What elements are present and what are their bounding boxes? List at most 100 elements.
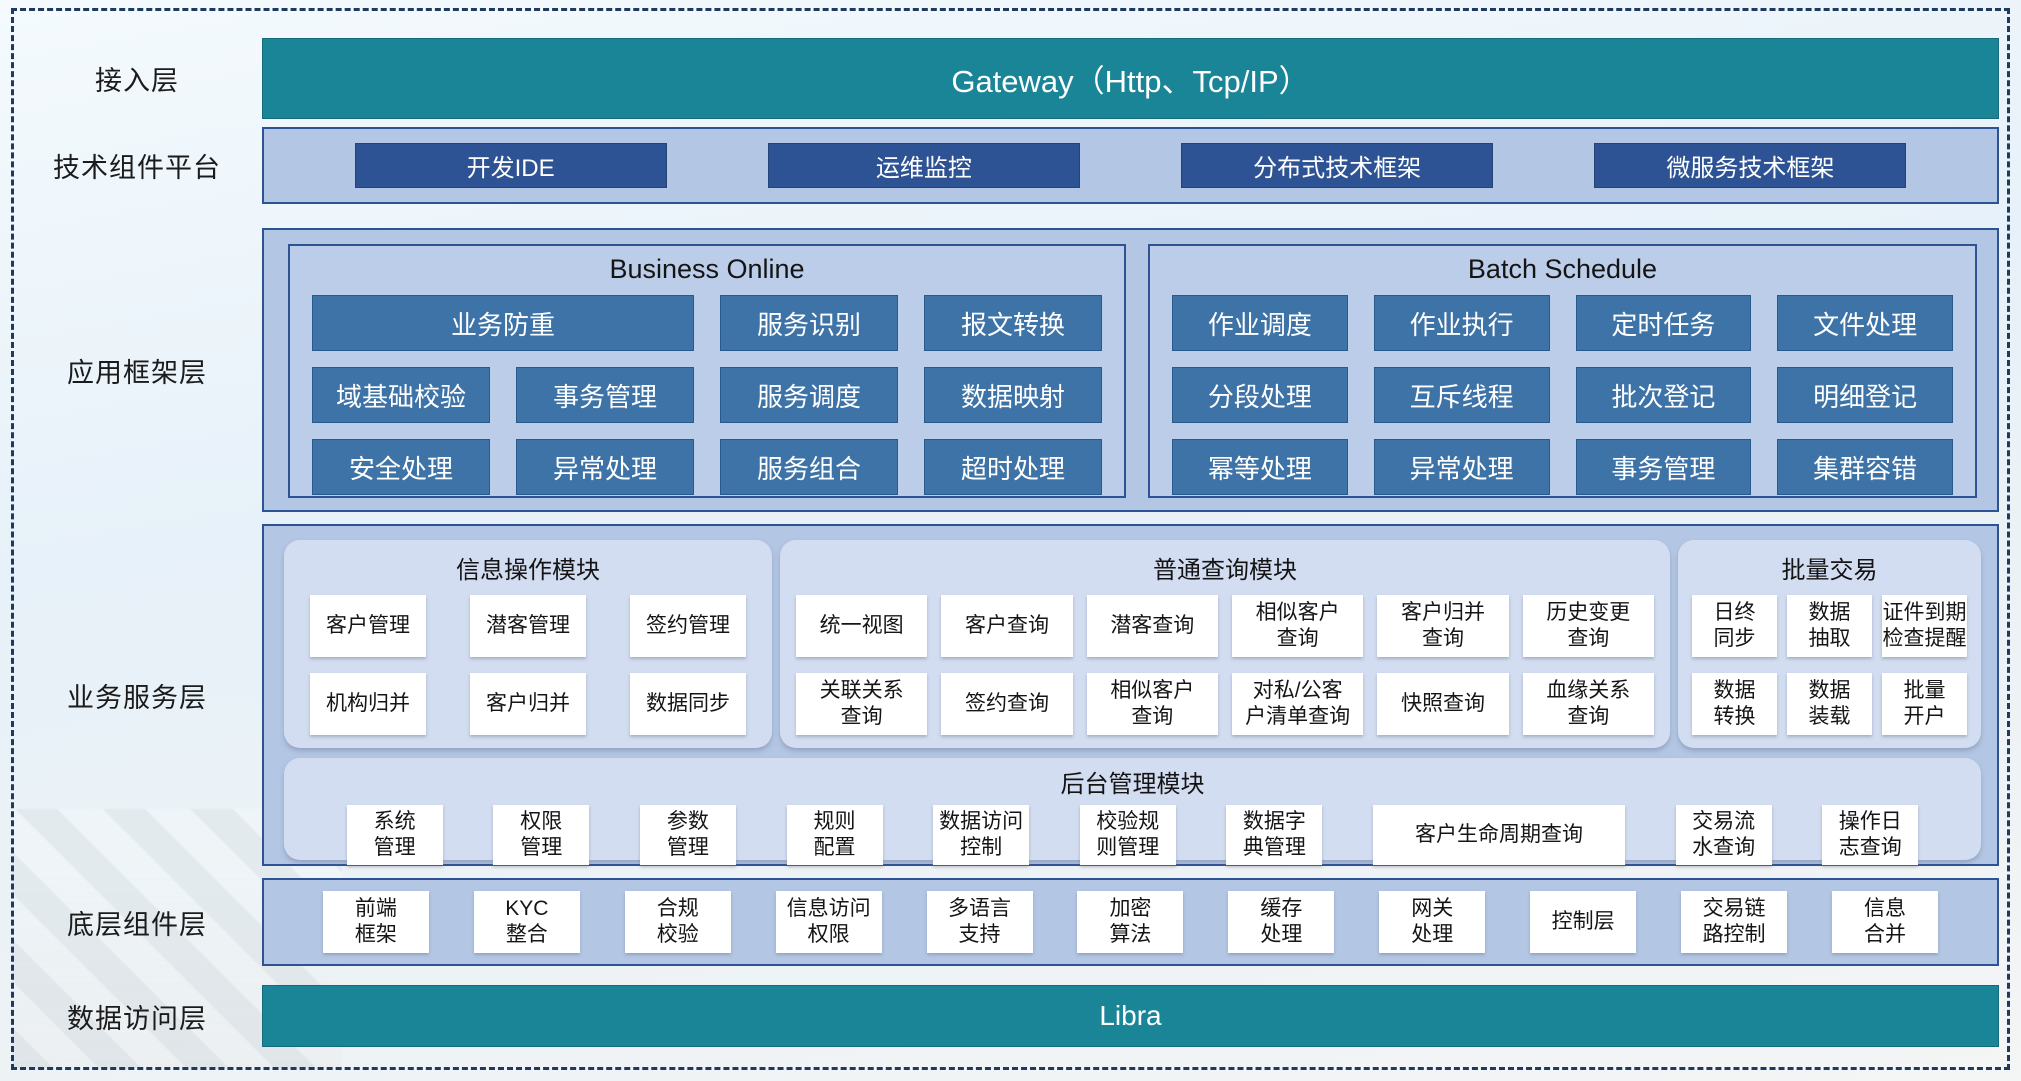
query-box: 客户查询	[941, 595, 1073, 657]
bo-box: 服务调度	[720, 367, 898, 423]
query-box: 相似客户 查询	[1086, 673, 1218, 735]
bs-box: 作业执行	[1373, 295, 1550, 351]
admin-box: 系统 管理	[346, 805, 443, 865]
query-box: 统一视图	[796, 595, 928, 657]
base-box: 前端 框架	[322, 891, 429, 953]
tech-platform-container: 开发IDE 运维监控 分布式技术框架 微服务技术框架	[262, 127, 1999, 204]
info-module-title: 信息操作模块	[456, 557, 600, 584]
backend-admin-module: 后台管理模块 系统 管理 权限 管理 参数 管理 规则 配置 数据访问 控制 校…	[284, 758, 1981, 865]
bs-box: 明细登记	[1777, 367, 1953, 423]
bo-box: 安全处理	[312, 439, 490, 495]
bo-box: 数据映射	[924, 367, 1102, 423]
query-box: 历史变更 查询	[1522, 595, 1654, 657]
tech-box-microservice-framework: 微服务技术框架	[1594, 143, 1907, 188]
info-module-grid: 客户管理 潜客管理 签约管理 机构归并 客户归并 数据同步	[284, 595, 772, 735]
admin-module-row: 系统 管理 权限 管理 参数 管理 规则 配置 数据访问 控制 校验规 则管理 …	[284, 805, 1981, 865]
batch-schedule-grid: 作业调度 作业执行 定时任务 文件处理 分段处理 互斥线程 批次登记 明细登记 …	[1150, 295, 1975, 495]
bs-box: 文件处理	[1777, 295, 1953, 351]
batch-box: 数据 转换	[1692, 673, 1777, 735]
base-box: 合规 校验	[624, 891, 731, 953]
bo-box: 异常处理	[516, 439, 694, 495]
base-component-container: 前端 框架 KYC 整合 合规 校验 信息访问 权限 多语言 支持 加密 算法 …	[262, 878, 1999, 966]
business-online-panel: Business Online 业务防重 服务识别 报文转换 域基础校验 事务管…	[288, 244, 1126, 498]
layer-label-access: 接入层	[95, 66, 179, 96]
common-query-module: 普通查询模块 统一视图 客户查询 潜客查询 相似客户 查询 客户归并 查询 历史…	[780, 540, 1670, 748]
info-box: 潜客管理	[470, 595, 586, 657]
business-online-grid: 业务防重 服务识别 报文转换 域基础校验 事务管理 服务调度 数据映射 安全处理…	[290, 295, 1124, 495]
query-box: 关联关系 查询	[796, 673, 928, 735]
batch-module-title: 批量交易	[1781, 557, 1878, 584]
query-box: 相似客户 查询	[1231, 595, 1364, 657]
gateway-bar: Gateway（Http、Tcp/IP）	[262, 38, 1999, 119]
base-box: 信息访问 权限	[775, 891, 882, 953]
info-box: 客户归并	[470, 673, 586, 735]
batch-trade-module: 批量交易 日终 同步 数据 抽取 证件到期 检查提醒 数据 转换 数据 装载 批…	[1678, 540, 1981, 748]
query-box: 潜客查询	[1086, 595, 1218, 657]
info-box: 数据同步	[630, 673, 746, 735]
batch-box: 批量 开户	[1882, 673, 1967, 735]
query-box: 快照查询	[1377, 673, 1509, 735]
business-service-container: 信息操作模块 客户管理 潜客管理 签约管理 机构归并 客户归并 数据同步 普通查…	[262, 524, 1999, 866]
base-box: 加密 算法	[1077, 891, 1184, 953]
batch-box: 数据 装载	[1787, 673, 1872, 735]
info-box: 签约管理	[630, 595, 746, 657]
admin-box: 操作日 志查询	[1822, 805, 1919, 865]
layer-label-data-access: 数据访问层	[67, 1003, 207, 1034]
admin-box: 数据字 典管理	[1226, 805, 1323, 865]
admin-box-customer-lifecycle: 客户生命周期查询	[1373, 805, 1625, 865]
query-box: 对私/公客 户清单查询	[1231, 673, 1364, 735]
batch-box: 日终 同步	[1692, 595, 1777, 657]
base-box: 交易链 路控制	[1681, 891, 1788, 953]
layer-label-app-frame: 应用框架层	[67, 357, 207, 388]
base-box: 缓存 处理	[1228, 891, 1335, 953]
tech-box-dev-ide: 开发IDE	[354, 143, 667, 188]
libra-bar: Libra	[262, 985, 1999, 1047]
bo-box: 服务识别	[720, 295, 898, 351]
tech-box-distributed-framework: 分布式技术框架	[1181, 143, 1494, 188]
bs-box: 互斥线程	[1373, 367, 1550, 423]
bo-box: 事务管理	[516, 367, 694, 423]
query-module-title: 普通查询模块	[1153, 557, 1297, 584]
admin-box: 数据访问 控制	[933, 805, 1030, 865]
base-box: 信息 合并	[1831, 891, 1938, 953]
query-box: 客户归并 查询	[1377, 595, 1509, 657]
admin-box: 交易流 水查询	[1675, 805, 1772, 865]
tech-box-ops-monitoring: 运维监控	[767, 143, 1080, 188]
bs-box: 分段处理	[1172, 367, 1348, 423]
bo-box: 报文转换	[924, 295, 1102, 351]
batch-schedule-title: Batch Schedule	[1467, 254, 1658, 284]
admin-box: 权限 管理	[493, 805, 590, 865]
bs-box: 集群容错	[1777, 439, 1953, 495]
query-module-grid: 统一视图 客户查询 潜客查询 相似客户 查询 客户归并 查询 历史变更 查询 关…	[780, 595, 1670, 735]
base-box: 控制层	[1530, 891, 1637, 953]
batch-schedule-panel: Batch Schedule 作业调度 作业执行 定时任务 文件处理 分段处理 …	[1148, 244, 1977, 498]
info-box: 客户管理	[310, 595, 426, 657]
admin-module-title: 后台管理模块	[1060, 771, 1205, 798]
app-framework-container: Business Online 业务防重 服务识别 报文转换 域基础校验 事务管…	[262, 228, 1999, 512]
layer-label-tech: 技术组件平台	[53, 153, 221, 183]
bs-box: 定时任务	[1575, 295, 1752, 351]
bo-box: 超时处理	[924, 439, 1102, 495]
bs-box: 异常处理	[1373, 439, 1550, 495]
bs-box: 批次登记	[1575, 367, 1752, 423]
info-operation-module: 信息操作模块 客户管理 潜客管理 签约管理 机构归并 客户归并 数据同步	[284, 540, 772, 748]
query-box: 血缘关系 查询	[1522, 673, 1654, 735]
bs-box: 作业调度	[1172, 295, 1348, 351]
bo-box: 服务组合	[720, 439, 898, 495]
base-box: 多语言 支持	[926, 891, 1033, 953]
business-online-title: Business Online	[609, 254, 805, 284]
admin-box: 校验规 则管理	[1079, 805, 1176, 865]
query-box: 签约查询	[941, 673, 1073, 735]
base-box: 网关 处理	[1379, 891, 1486, 953]
info-box: 机构归并	[310, 673, 426, 735]
bs-box: 事务管理	[1575, 439, 1752, 495]
bo-box: 业务防重	[312, 295, 694, 351]
layer-label-base: 底层组件层	[67, 909, 207, 940]
bs-box: 幂等处理	[1172, 439, 1348, 495]
bo-box: 域基础校验	[312, 367, 490, 423]
batch-box: 数据 抽取	[1787, 595, 1872, 657]
layer-label-service: 业务服务层	[67, 682, 207, 713]
admin-box: 规则 配置	[786, 805, 883, 865]
batch-module-grid: 日终 同步 数据 抽取 证件到期 检查提醒 数据 转换 数据 装载 批量 开户	[1678, 595, 1981, 735]
